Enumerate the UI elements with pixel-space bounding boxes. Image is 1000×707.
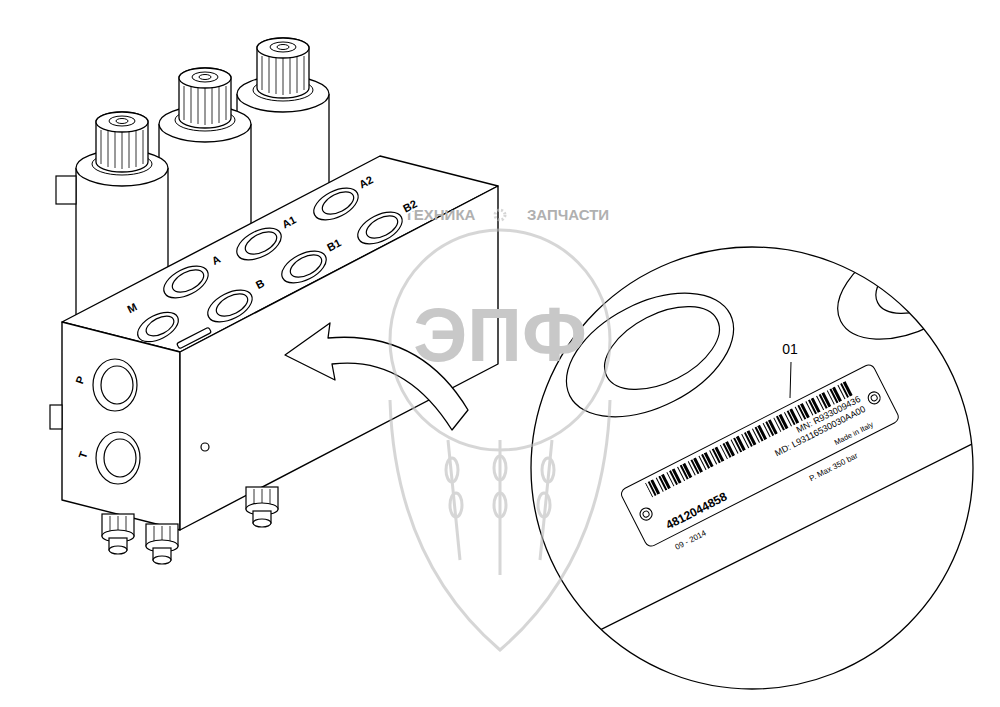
- plate-row: MN: R933009436: [653, 393, 863, 507]
- leader-line: [790, 362, 791, 398]
- mounting-hole: [865, 388, 884, 407]
- plate-row: MD: L93116530030AA00: [658, 404, 868, 518]
- port-label: A: [209, 252, 223, 267]
- callout-number: 01: [781, 342, 799, 357]
- hydraulic-fitting: [146, 524, 178, 564]
- hydraulic-fitting: [246, 487, 278, 527]
- side-connector: [50, 405, 62, 429]
- plate-row: 4812044858Made in Italy: [664, 415, 875, 532]
- port-label: B1: [324, 236, 344, 254]
- watermark-text: ЗАПЧАСТИ: [527, 207, 609, 224]
- ports: [133, 182, 407, 349]
- port-label: A2: [356, 173, 376, 191]
- end-ports: [93, 359, 209, 484]
- hydraulic-fitting: [102, 514, 134, 554]
- part-number: 4812044858: [664, 490, 730, 533]
- coil-connector: [56, 176, 76, 204]
- port-label: M: [124, 300, 139, 316]
- barcode: [645, 378, 857, 497]
- port-label: T: [76, 449, 90, 461]
- mounting-hole: [637, 504, 656, 523]
- port-label: P: [73, 374, 88, 387]
- port-label: B: [253, 276, 267, 291]
- magnifier-circle: [531, 247, 973, 689]
- port-label: A1: [279, 213, 299, 231]
- watermark-logo: ЭПФ: [413, 293, 587, 377]
- watermark: [390, 210, 610, 650]
